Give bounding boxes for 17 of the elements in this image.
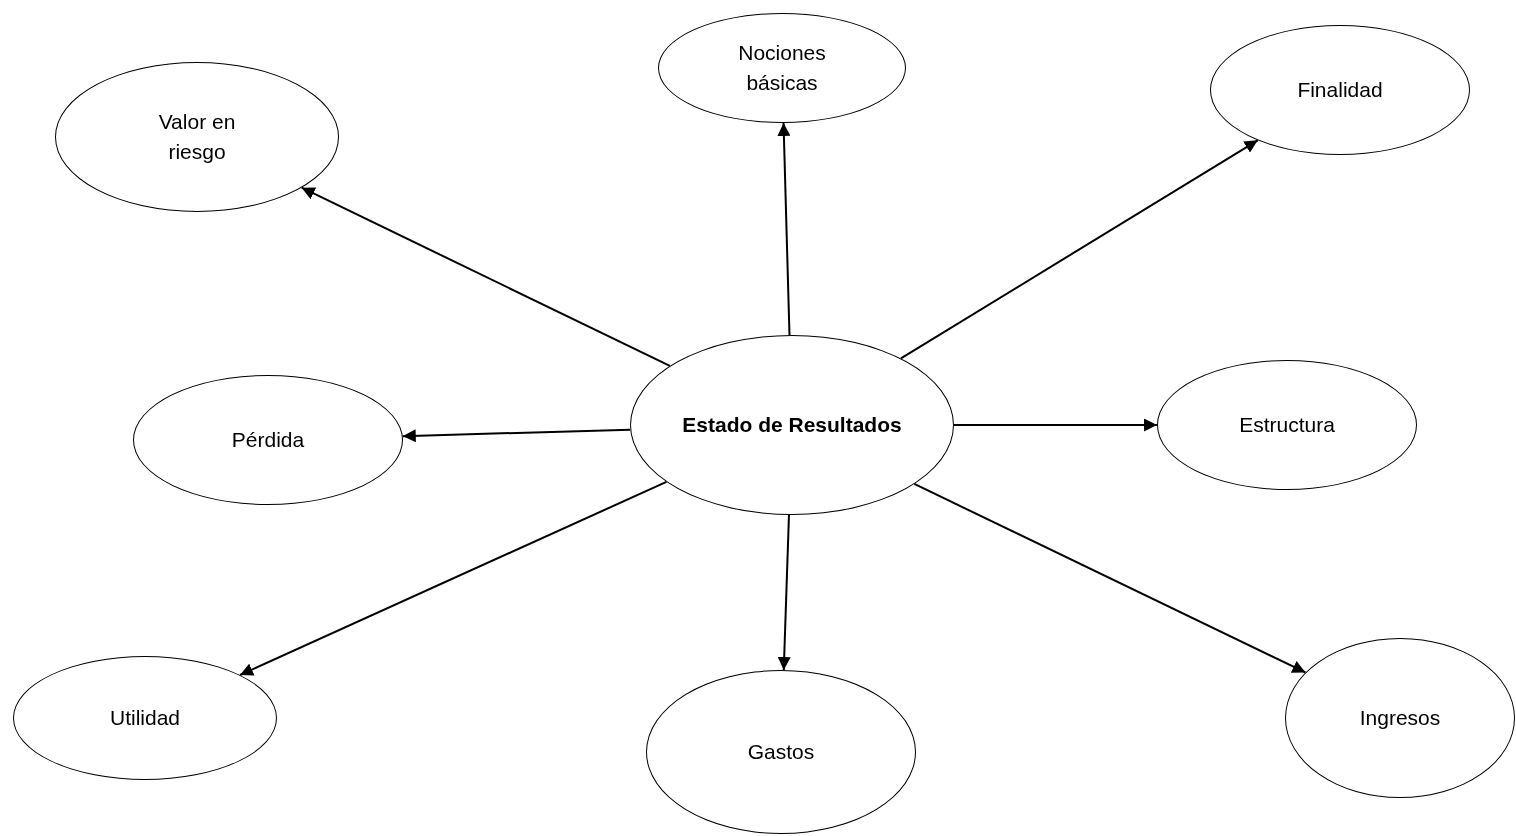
node-label: Pérdida [231, 426, 305, 453]
node-label: Ingresos [1359, 704, 1441, 731]
arrow [777, 514, 791, 671]
arrow [300, 186, 671, 367]
arrow [239, 480, 668, 676]
arrow [777, 122, 791, 336]
node-label: Utilidad [109, 704, 180, 731]
node-label: Estructura [1239, 411, 1335, 438]
arrow [401, 428, 632, 443]
arrow [899, 139, 1259, 360]
node-label: Finalidad [1297, 76, 1383, 103]
node-label: Nociones básicas [737, 39, 827, 96]
node-label: Estado de Resultados [682, 411, 902, 438]
node-label: Valor en riesgo [157, 108, 237, 165]
node-label: Gastos [747, 738, 815, 765]
arrow [953, 418, 1158, 432]
arrow [913, 482, 1307, 674]
